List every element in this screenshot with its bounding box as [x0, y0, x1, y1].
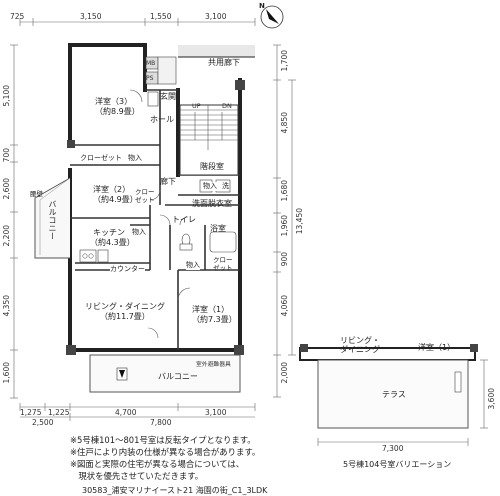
compass-n-label: N	[259, 2, 265, 10]
western1-size: （約7.3畳）	[192, 315, 237, 324]
waist-wall-label: 腰壁	[30, 190, 43, 198]
closet3-label: クロー ゼット	[213, 256, 233, 272]
note-4: 現状を優先させていただきます。	[70, 471, 204, 481]
western1-label: 洋室（1）	[192, 305, 230, 314]
bottom-dim-4: 3,100	[205, 408, 227, 417]
bottom-dim-6: 7,800	[150, 418, 172, 427]
left-dim-1: 5,100	[2, 85, 11, 107]
ps-label: PS	[146, 75, 154, 82]
bottom-dim-3: 4,700	[115, 408, 137, 417]
western2-size: （約4.9畳）	[93, 195, 138, 204]
footer-label: 30583_浦安マリナイースト21 海園の街_C1_3LDK	[82, 486, 268, 495]
top-dim-1: 725	[10, 12, 25, 21]
western3-label: 洋室（3）	[95, 97, 133, 106]
balcony-side-label: バルコニー	[48, 200, 57, 240]
variation-terrace-label: テラス	[382, 390, 406, 399]
right-dim-1: 1,700	[280, 50, 289, 72]
top-dim-4: 3,100	[205, 12, 227, 21]
compass-icon	[260, 5, 284, 29]
left-dim-6: 1,600	[2, 362, 11, 384]
storage2-label: 物入	[132, 228, 146, 237]
bottom-dim-5: 2,500	[32, 418, 54, 427]
living-label: リビング・ダイニング	[85, 302, 165, 311]
washroom-label: 洗面脱衣室	[192, 199, 232, 208]
note-3: ※図面と実際の住宅が異なる場合については、	[70, 459, 245, 469]
note-1: ※5号棟101～801号室は反転タイプとなります。	[70, 435, 256, 445]
variation-western1-label: 洋室（1）	[418, 343, 456, 352]
western2-label: 洋室（2）	[93, 185, 131, 194]
wash-label: 洗	[222, 182, 229, 191]
top-dim-2: 3,150	[80, 12, 102, 21]
bottom-dim-2: 1,225	[48, 408, 70, 417]
right-dim-6: 4,060	[280, 295, 289, 317]
closet2-label: クロー ゼット	[135, 188, 155, 204]
counter-label: カウンター	[110, 265, 145, 274]
variation-living-label: リビング・ ダイニング	[340, 336, 380, 354]
left-dim-4: 2,200	[2, 225, 11, 247]
right-dim-7: 2,000	[280, 362, 289, 384]
closet1-label: クローゼット	[80, 154, 122, 163]
variation-caption: 5号棟104号室バリエーション	[343, 460, 452, 469]
left-dim-2: 700	[2, 148, 11, 163]
balcony-bottom-label: バルコニー	[158, 372, 198, 381]
left-dim-3: 2,600	[2, 178, 11, 200]
stairs-label: 階段室	[200, 162, 224, 171]
left-dim-5: 4,350	[2, 295, 11, 317]
toilet-label: トイレ	[172, 215, 196, 224]
bottom-dim-1: 1,275	[20, 408, 42, 417]
right-dim-2: 4,850	[280, 112, 289, 134]
storage1-label: 物入	[128, 154, 142, 163]
top-dim-3: 1,550	[150, 12, 172, 21]
living-size: （約11.7畳）	[100, 312, 150, 321]
evacuation-label: 室外避難器具	[196, 362, 231, 368]
right-dim-5: 900	[280, 252, 289, 267]
storage3-label: 物入	[203, 182, 217, 191]
mb-label: MB	[146, 60, 156, 67]
note-2: ※住戸により内装の仕様が異なる場合があります。	[70, 447, 261, 457]
variation-height-dim: 3,600	[487, 388, 496, 410]
corridor-label: 共用廊下	[208, 58, 240, 67]
bath-label: 浴室	[210, 224, 226, 233]
entrance-label: 玄関	[160, 92, 176, 101]
right-dim-3: 1,680	[280, 180, 289, 202]
hallway-label: 廊下	[160, 177, 176, 186]
variation-width-dim: 7,300	[382, 444, 404, 453]
stairs-up: UP	[192, 102, 201, 110]
hall-label: ホール	[150, 115, 174, 124]
right-dim-total: 13,450	[295, 208, 304, 235]
storage4-label: 物入	[186, 261, 200, 270]
right-dim-4: 1,960	[280, 215, 289, 237]
western3-size: （約8.9畳）	[95, 107, 140, 116]
kitchen-size: （約4.3畳）	[90, 238, 135, 247]
stairs-dn: DN	[222, 102, 232, 110]
kitchen-label: キッチン	[93, 228, 125, 237]
